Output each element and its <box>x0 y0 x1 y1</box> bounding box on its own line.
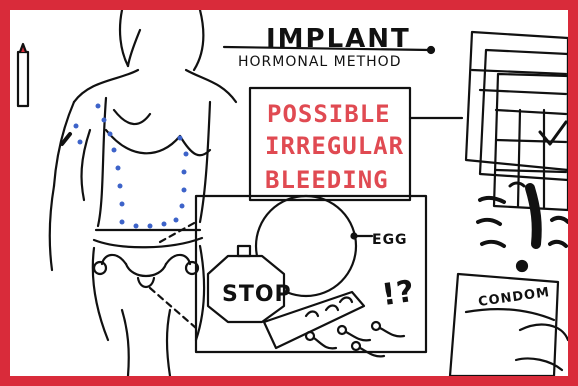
stop-sign-label: STOP <box>222 282 292 307</box>
possible-text: POSSIBLE <box>267 100 391 128</box>
bleeding-text: BLEEDING <box>265 166 389 194</box>
exclaim-question-mark: !? <box>380 274 418 313</box>
whiteboard-canvas: IMPLANT HORMONAL METHOD POSSIBLE IRREGUL… <box>10 10 568 376</box>
condom-package-illustration <box>450 274 568 376</box>
egg-label: EGG <box>372 232 408 248</box>
irregular-text: IRREGULAR <box>265 132 404 160</box>
emphasis-scribbles <box>478 183 568 271</box>
marker-pen-icon <box>18 44 28 106</box>
hormonal-method-subtitle: HORMONAL METHOD <box>238 54 401 70</box>
woman-figure-illustration <box>50 10 236 376</box>
blue-dotted-outline <box>74 104 189 229</box>
implant-title: IMPLANT <box>266 24 411 54</box>
